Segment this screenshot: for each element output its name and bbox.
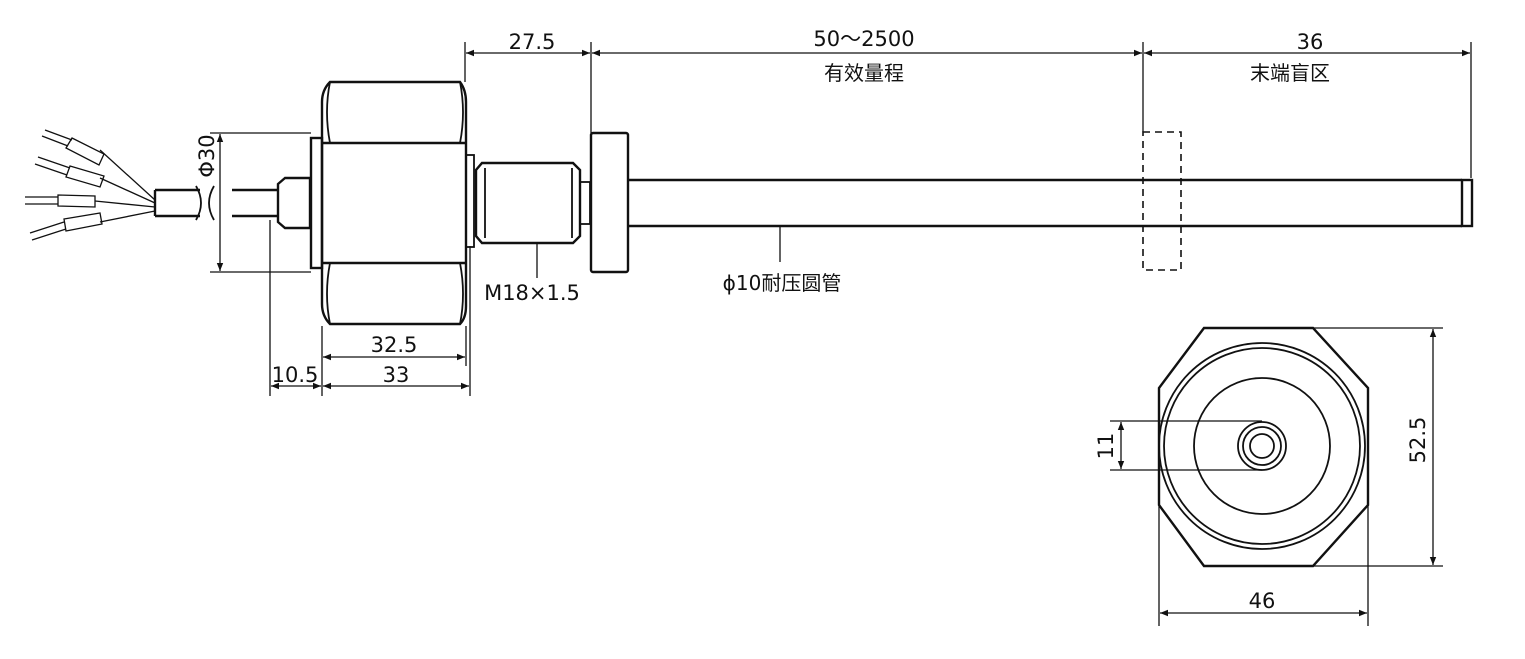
middle-circle <box>1193 377 1331 515</box>
dim-33: 33 <box>323 246 471 396</box>
outer-circle-inner <box>1163 347 1361 545</box>
dim-10-5: 10.5 <box>269 220 321 396</box>
dim-27-5: 27.5 <box>464 30 592 133</box>
hex-outline <box>1157 326 1370 568</box>
dim-32-5: 32.5 <box>321 326 467 396</box>
dim-11: 11 <box>1094 420 1262 471</box>
tube-circle-inner <box>1249 433 1275 459</box>
front-flange <box>589 131 630 274</box>
ferrule-3 <box>25 194 96 208</box>
dim-27-5-label: 27.5 <box>509 30 556 54</box>
dim-range: 50～2500 有效量程 <box>592 27 1144 132</box>
side-view: 27.5 50～2500 有效量程 36 末端盲区 Φ30 32.5 <box>25 27 1474 396</box>
hex-body <box>320 80 468 326</box>
ferrule-4 <box>29 212 103 241</box>
dim-range-caption: 有效量程 <box>824 61 904 85</box>
tube-circle-outer <box>1237 421 1287 471</box>
dim-36: 36 末端盲区 <box>1144 30 1472 178</box>
callout-tube-label: ϕ10耐压圆管 <box>723 271 842 295</box>
tube-circle-mid <box>1242 426 1282 466</box>
dim-11-label: 11 <box>1094 433 1118 460</box>
float-dashed <box>1142 131 1182 271</box>
ferrule-1 <box>41 129 105 166</box>
pressure-tube <box>628 178 1474 228</box>
dim-46: 46 <box>1158 505 1369 626</box>
dim-36-label: 36 <box>1297 30 1324 54</box>
dim-46-label: 46 <box>1249 589 1276 613</box>
dim-range-label: 50～2500 <box>813 27 914 51</box>
rear-flange <box>309 136 324 270</box>
dim-phi30: Φ30 <box>195 132 311 273</box>
dim-52-5-label: 52.5 <box>1406 417 1430 464</box>
dim-10-5-label: 10.5 <box>272 363 319 387</box>
wire-leads <box>25 129 156 241</box>
thread-fitting <box>474 161 591 245</box>
dim-36-caption: 末端盲区 <box>1250 61 1330 85</box>
ferrule-2 <box>34 156 105 188</box>
cable <box>153 185 278 221</box>
dim-52-5: 52.5 <box>1264 327 1443 567</box>
callout-thread-label: M18×1.5 <box>484 281 580 305</box>
outer-circle <box>1158 342 1366 550</box>
end-view: 11 52.5 46 <box>1094 326 1443 626</box>
cable-gland <box>276 176 312 230</box>
callout-tube: ϕ10耐压圆管 <box>723 226 842 295</box>
callout-thread: M18×1.5 <box>484 243 580 305</box>
dim-phi30-label: Φ30 <box>195 134 219 177</box>
dim-32-5-label: 32.5 <box>371 333 418 357</box>
dim-33-label: 33 <box>383 363 410 387</box>
